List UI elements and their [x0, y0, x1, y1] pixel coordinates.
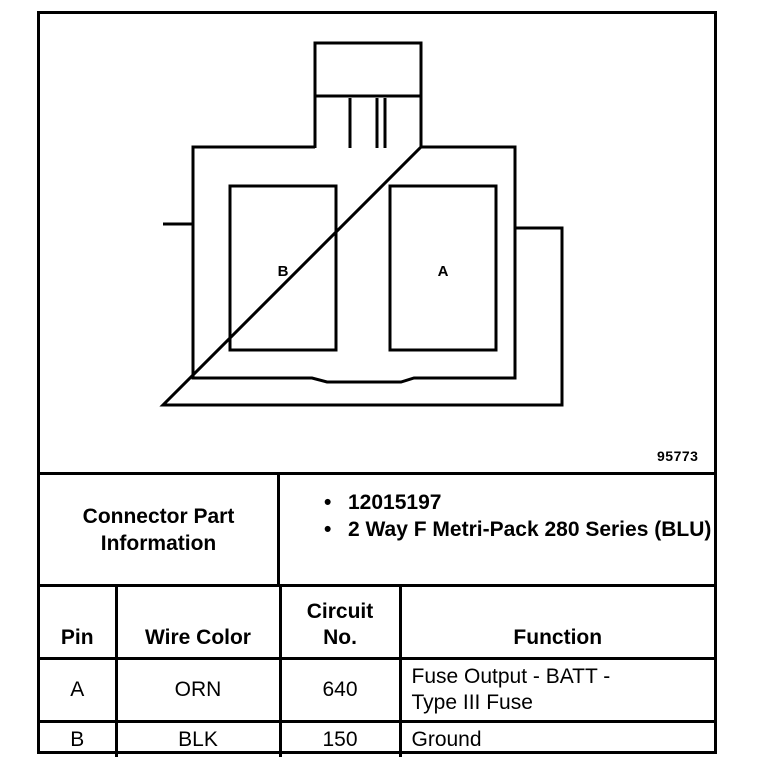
header-wire-color: Wire Color — [114, 584, 282, 660]
function-cell: Ground — [398, 720, 714, 757]
cavity-a-label: A — [438, 263, 449, 280]
header-circuit-line1: Circuit — [306, 600, 374, 623]
circuit-cell: 640 — [278, 657, 402, 723]
cavity-b — [228, 184, 338, 352]
header-function: Function — [398, 584, 714, 660]
header-circuit: Circuit No. — [278, 584, 402, 660]
pin-table: Pin Wire Color Circuit No. Function A OR… — [40, 584, 714, 757]
connector-part-number: 12015197 — [324, 489, 714, 516]
header-pin: Pin — [40, 584, 118, 660]
wire-color-cell: BLK — [114, 720, 282, 757]
figure-number: 95773 — [657, 448, 699, 464]
pin-cell: A — [40, 657, 118, 723]
cavity-b-label: B — [278, 263, 289, 280]
connector-info-label: Connector Part Information — [40, 475, 280, 584]
connector-info-list: 12015197 2 Way F Metri-Pack 280 Series (… — [280, 475, 714, 584]
pin-table-header: Pin Wire Color Circuit No. Function — [40, 584, 714, 660]
connector-description: 2 Way F Metri-Pack 280 Series (BLU) — [324, 516, 714, 543]
circuit-cell: 150 — [278, 720, 402, 757]
table-row: A ORN 640 Fuse Output - BATT - Type III … — [40, 657, 714, 723]
connector-diagram-frame: B A 95773 Connector Part Information 120… — [37, 11, 717, 757]
pin-cell: B — [40, 720, 118, 757]
cavity-a — [388, 184, 498, 352]
function-line2: Type III Fuse — [411, 691, 533, 714]
connector-latch — [313, 41, 423, 98]
header-circuit-line2: No. — [323, 626, 357, 649]
function-line1: Fuse Output - BATT - — [411, 665, 611, 688]
connector-outer-housing — [159, 145, 564, 407]
connector-inner-housing — [191, 224, 517, 384]
connector-info-row: Connector Part Information 12015197 2 Wa… — [40, 472, 714, 584]
table-row: B BLK 150 Ground — [40, 720, 714, 757]
connector-info-label-line1: Connector Part — [82, 504, 235, 528]
wire-color-cell: ORN — [114, 657, 282, 723]
connector-info-label-line2: Information — [100, 531, 217, 555]
connector-face-drawing: B A — [159, 41, 564, 407]
function-cell: Fuse Output - BATT - Type III Fuse — [398, 657, 714, 723]
